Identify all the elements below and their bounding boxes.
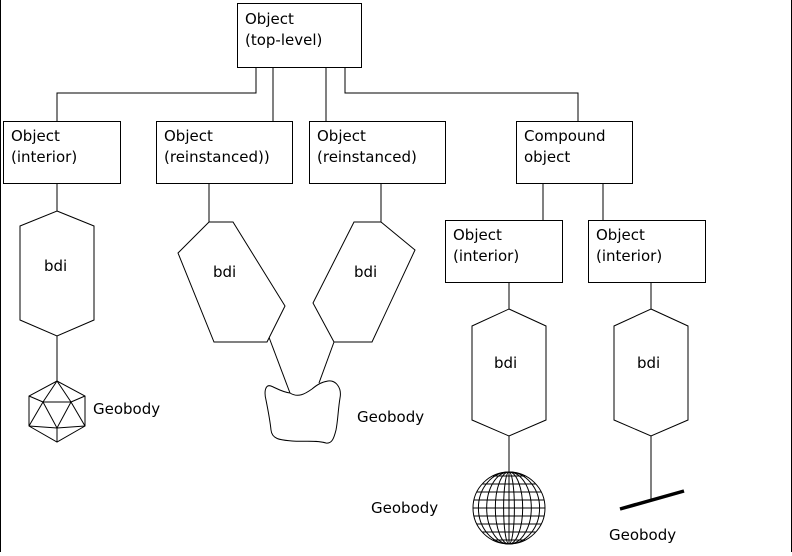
node-object-interior-2-line1: Object — [453, 226, 502, 244]
node-object-reinstanced-1-line1: Object — [164, 127, 213, 145]
node-top-level: Object (top-level) — [237, 3, 362, 68]
bdi-label-1: bdi — [44, 257, 67, 275]
bdi-shape-3: bdi — [312, 221, 416, 343]
node-object-interior-2: Object (interior) — [445, 220, 563, 283]
bdi-label-2: bdi — [213, 263, 236, 281]
node-object-interior-3-line1: Object — [596, 226, 645, 244]
node-top-level-line2: (top-level) — [245, 31, 322, 49]
node-top-level-line1: Object — [245, 10, 294, 28]
bdi-shape-4: bdi — [471, 308, 547, 437]
node-object-interior-1-line1: Object — [11, 127, 60, 145]
node-object-reinstanced-1-line2: (reinstanced)) — [164, 148, 270, 166]
bdi-label-3: bdi — [354, 263, 377, 281]
node-object-reinstanced-2-line1: Object — [317, 127, 366, 145]
geobody-icosahedron-icon — [28, 380, 86, 443]
bdi-shape-1: bdi — [19, 210, 95, 337]
node-object-interior-3-line2: (interior) — [596, 247, 662, 265]
geobody-label-4: Geobody — [609, 526, 676, 544]
node-object-reinstanced-1: Object (reinstanced)) — [156, 121, 293, 184]
bdi-label-5: bdi — [637, 354, 660, 372]
geobody-label-1: Geobody — [93, 400, 160, 418]
node-compound-object-line1: Compound — [524, 127, 606, 145]
node-object-interior-1-line2: (interior) — [11, 148, 77, 166]
node-object-interior-2-line2: (interior) — [453, 247, 519, 265]
geobody-label-3: Geobody — [371, 499, 438, 517]
connectors — [56, 68, 652, 500]
node-compound-object: Compound object — [516, 121, 633, 184]
bdi-label-4: bdi — [494, 354, 517, 372]
node-object-interior-3: Object (interior) — [588, 220, 706, 283]
bdi-shape-5: bdi — [613, 308, 689, 437]
geobody-blob-icon — [264, 380, 341, 444]
node-compound-object-line2: object — [524, 148, 570, 166]
geobody-plane-icon — [619, 489, 685, 511]
geobody-sphere-icon — [472, 471, 546, 545]
node-object-interior-1: Object (interior) — [3, 121, 121, 184]
geobody-label-2: Geobody — [357, 408, 424, 426]
bdi-shape-2: bdi — [177, 221, 286, 343]
node-object-reinstanced-2: Object (reinstanced) — [309, 121, 446, 184]
node-object-reinstanced-2-line2: (reinstanced) — [317, 148, 417, 166]
